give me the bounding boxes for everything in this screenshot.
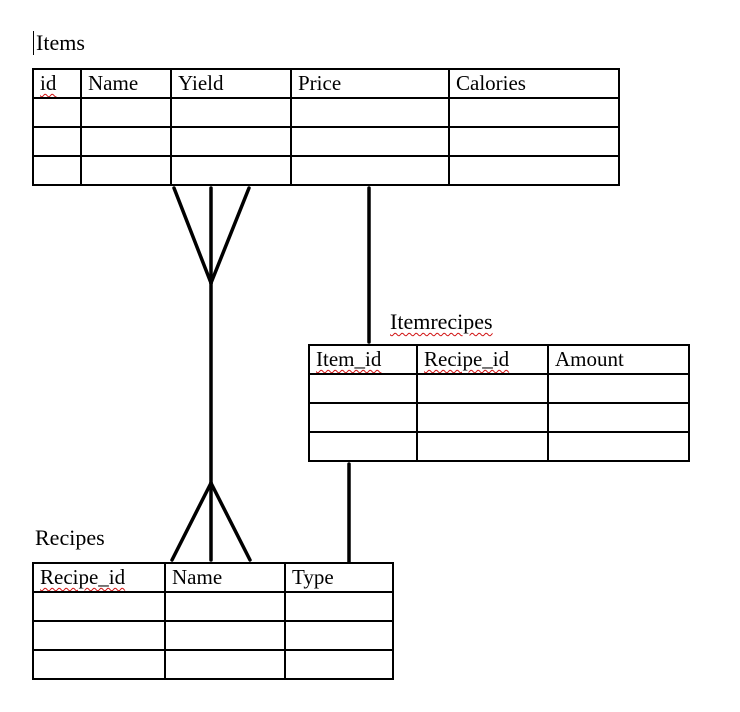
table-row: [32, 97, 620, 128]
spellcheck-flagged-word: Itemrecipes: [390, 309, 493, 334]
recipes-header-recipe-id: Recipe_id: [32, 562, 166, 593]
crows-foot-bottom-right: [209, 481, 252, 562]
itemrecipes-header-amount: Amount: [547, 344, 690, 375]
table-cell: [170, 155, 292, 186]
recipes-header-type: Type: [284, 562, 394, 593]
recipes-header-name: Name: [164, 562, 286, 593]
table-row: [32, 620, 394, 651]
table-cell: [308, 402, 418, 433]
crows-foot-bottom-left: [170, 481, 213, 562]
table-row: [32, 155, 620, 186]
table-cell: [284, 649, 394, 680]
table-cell: [170, 97, 292, 128]
table-cell: [164, 591, 286, 622]
table-cell: [32, 97, 82, 128]
table-cell: [32, 155, 82, 186]
itemrecipes-table: Item_id Recipe_id Amount: [308, 344, 690, 462]
spellcheck-flagged-word: id: [40, 71, 57, 95]
items-table: id Name Yield Price Calories: [32, 68, 620, 186]
table-cell: [170, 126, 292, 157]
crows-foot-top-left: [172, 186, 213, 285]
table-cell: [164, 649, 286, 680]
table-cell: [416, 402, 549, 433]
spellcheck-flagged-word: Recipe_id: [40, 565, 126, 589]
table-row: [308, 373, 690, 404]
table-cell: [290, 155, 450, 186]
table-cell: [32, 649, 166, 680]
table-cell: [308, 373, 418, 404]
table-row: [32, 126, 620, 157]
table-cell: [547, 431, 690, 462]
items-header-yield: Yield: [170, 68, 292, 99]
table-cell: [547, 373, 690, 404]
spellcheck-flagged-word: Item_id: [316, 347, 382, 371]
table-cell: [448, 97, 620, 128]
itemrecipes-table-title: Itemrecipes: [390, 309, 493, 335]
table-cell: [284, 620, 394, 651]
table-row: [308, 431, 690, 462]
table-cell: [80, 155, 172, 186]
items-header-id: id: [32, 68, 82, 99]
table-cell: [32, 591, 166, 622]
items-header-price: Price: [290, 68, 450, 99]
recipes-table-title: Recipes: [35, 525, 105, 550]
items-header-name: Name: [80, 68, 172, 99]
itemrecipes-header-recipe-id: Recipe_id: [416, 344, 549, 375]
table-cell: [448, 126, 620, 157]
table-row: [308, 402, 690, 433]
spellcheck-flagged-word: Recipe_id: [424, 347, 510, 371]
table-row: [32, 591, 394, 622]
table-cell: [32, 126, 82, 157]
table-cell: [416, 431, 549, 462]
text-cursor: [33, 31, 34, 55]
items-table-title: Items: [36, 30, 85, 55]
items-header-calories: Calories: [448, 68, 620, 99]
table-cell: [448, 155, 620, 186]
itemrecipes-header-item-id: Item_id: [308, 344, 418, 375]
table-cell: [80, 97, 172, 128]
table-cell: [80, 126, 172, 157]
table-cell: [416, 373, 549, 404]
table-cell: [32, 620, 166, 651]
table-cell: [308, 431, 418, 462]
table-row: [32, 649, 394, 680]
table-cell: [290, 97, 450, 128]
crows-foot-top-right: [209, 186, 251, 285]
table-cell: [290, 126, 450, 157]
table-cell: [547, 402, 690, 433]
table-cell: [284, 591, 394, 622]
table-cell: [164, 620, 286, 651]
recipes-table: Recipe_id Name Type: [32, 562, 394, 680]
